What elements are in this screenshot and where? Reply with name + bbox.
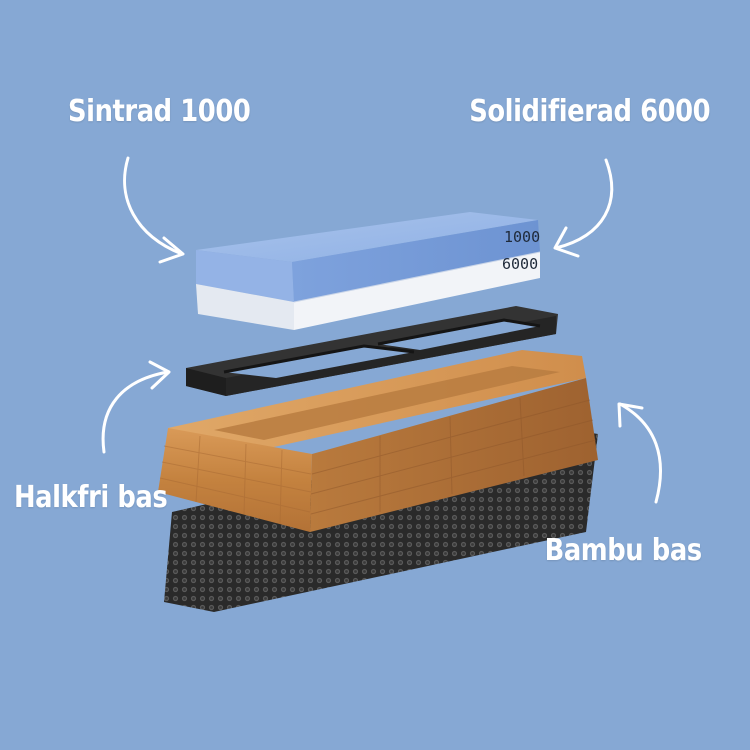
label-solidified-6000: Solidifierad 6000	[469, 94, 710, 129]
whetstone: 1000 6000	[196, 212, 540, 330]
arrow-bottom-right-icon	[617, 402, 662, 504]
stone-bottom-grit: 6000	[502, 255, 538, 273]
label-sintered-1000: Sintrad 1000	[68, 94, 251, 129]
rubber-holder	[186, 306, 558, 396]
label-non-slip-base: Halkfri bas	[14, 480, 168, 515]
arrow-top-left-icon	[123, 156, 185, 264]
label-bamboo-base: Bambu bas	[544, 533, 703, 568]
arrow-bottom-left-icon	[101, 360, 171, 454]
bamboo-base	[158, 350, 598, 532]
stone-top-grit: 1000	[504, 228, 540, 246]
arrow-top-right-icon	[553, 158, 614, 258]
